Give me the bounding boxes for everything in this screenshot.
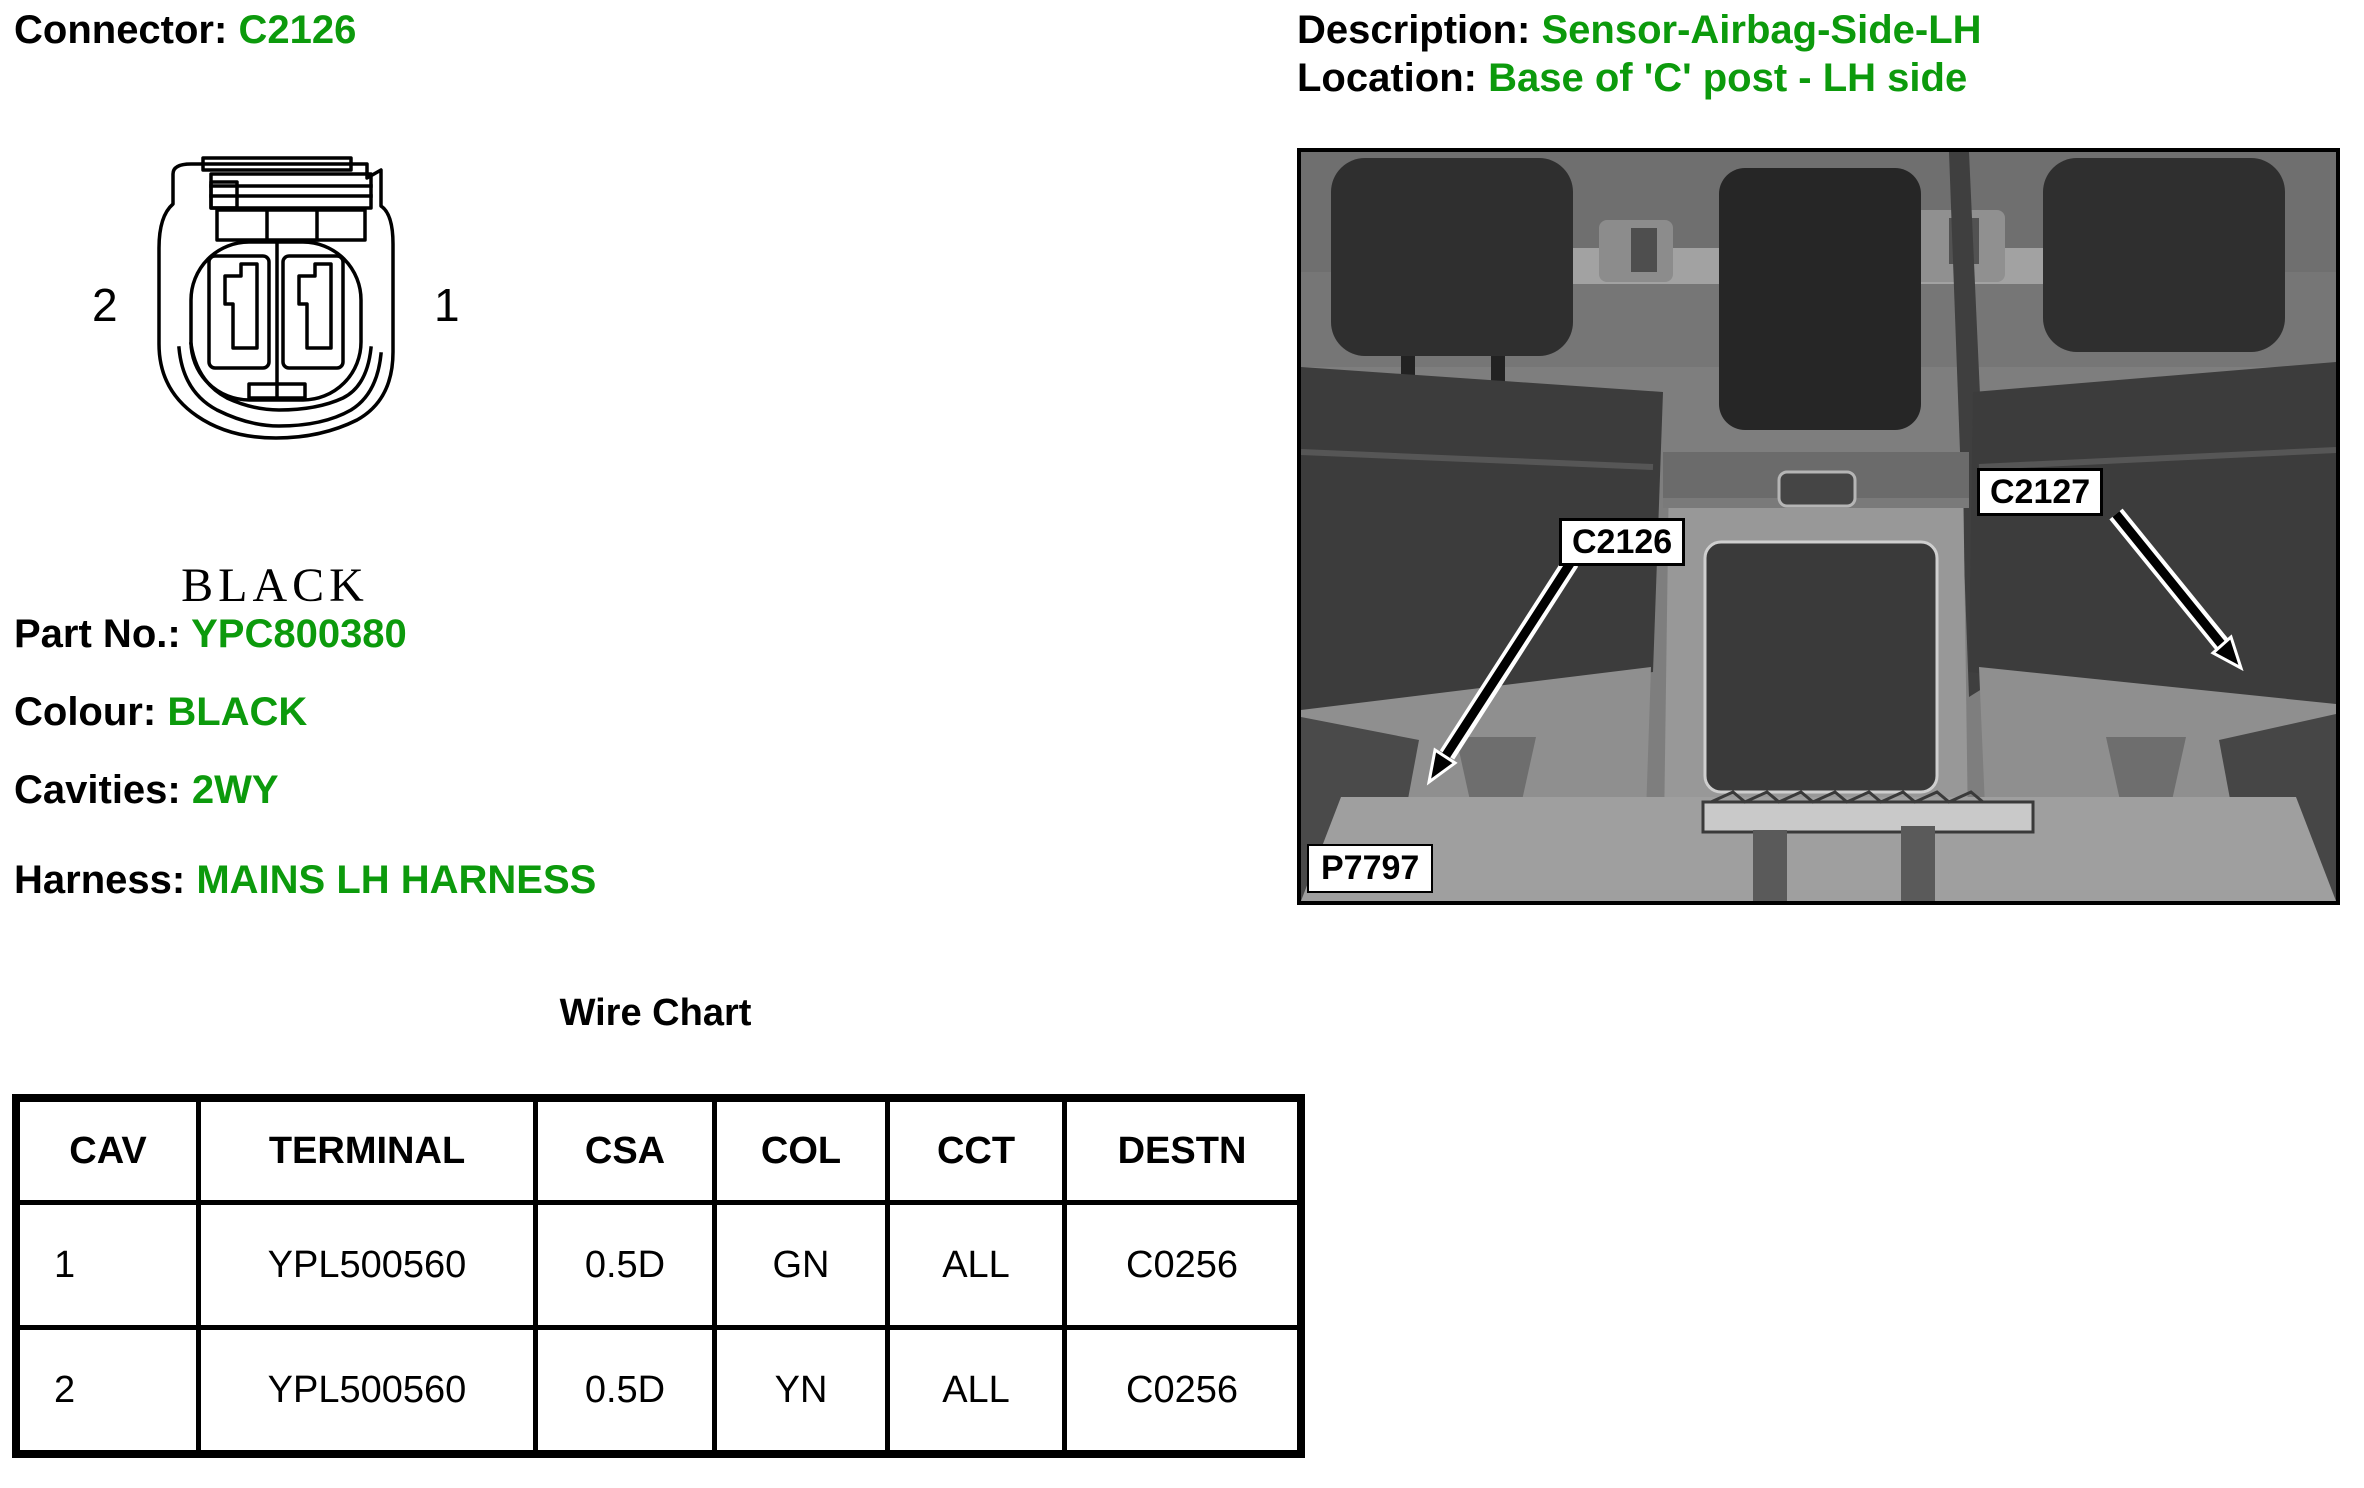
colour-value: BLACK [167,690,308,734]
cell-destn: C0256 [1062,1200,1304,1330]
location-line: Location: Base of 'C' post - LH side [1297,56,1967,101]
column-header-cct: CCT [885,1095,1067,1205]
connector-colour-caption: BLACK [181,559,369,612]
part-no-label: Part No.: [14,612,181,656]
connector-title-value: C2126 [238,8,357,52]
connector-title-label: Connector: [14,8,228,52]
column-header-csa: CSA [533,1095,717,1205]
cell-csa: 0.5D [533,1200,717,1330]
description-value: Sensor-Airbag-Side-LH [1541,8,1982,52]
cavities-label: Cavities: [14,768,181,812]
wire-chart-title: Wire Chart [559,992,752,1034]
part-no-line: Part No.: YPC800380 [14,612,407,657]
cell-csa: 0.5D [533,1325,717,1457]
description-line: Description: Sensor-Airbag-Side-LH [1297,8,1982,53]
description-label: Description: [1297,8,1531,52]
colour-label: Colour: [14,690,157,734]
location-value: Base of 'C' post - LH side [1488,56,1968,100]
column-header-col: COL [712,1095,890,1205]
connector-face-drawing [157,156,395,440]
part-no-value: YPC800380 [191,612,407,656]
figure-reference-label: P7797 [1307,844,1434,893]
wire-chart-table: CAV TERMINAL CSA COL CCT DESTN 1 YPL5005… [12,1094,1305,1458]
cell-cct: ALL [885,1325,1067,1457]
column-header-cav: CAV [13,1095,201,1205]
cell-terminal: YPL500560 [196,1325,538,1457]
connector-face-figure: 2 1 BLACK [0,90,560,612]
vehicle-interior-rendering [1301,152,2336,901]
column-header-destn: DESTN [1062,1095,1304,1205]
pin-2-label: 2 [92,279,118,331]
table-row: 2 YPL500560 0.5D YN ALL C0256 [13,1325,1304,1457]
column-header-terminal: TERMINAL [196,1095,538,1205]
harness-value: MAINS LH HARNESS [196,858,597,902]
callout-c2126: C2126 [1559,518,1686,566]
wire-chart-header-row: CAV TERMINAL CSA COL CCT DESTN [13,1095,1304,1205]
cell-cav: 1 [13,1200,201,1330]
cavities-line: Cavities: 2WY [14,768,279,813]
cell-destn: C0256 [1062,1325,1304,1457]
harness-label: Harness: [14,858,186,902]
cell-cav: 2 [13,1325,201,1457]
colour-line: Colour: BLACK [14,690,307,735]
cell-col: YN [712,1325,890,1457]
cell-terminal: YPL500560 [196,1200,538,1330]
harness-line: Harness: MAINS LH HARNESS [14,858,596,903]
location-photo: C2126 C2127 P7797 [1297,148,2340,905]
pin-1-label: 1 [434,279,460,331]
cell-col: GN [712,1200,890,1330]
callout-c2127: C2127 [1977,468,2104,516]
location-label: Location: [1297,56,1477,100]
cavities-value: 2WY [191,768,279,812]
cell-cct: ALL [885,1200,1067,1330]
table-row: 1 YPL500560 0.5D GN ALL C0256 [13,1200,1304,1330]
connector-title: Connector: C2126 [14,8,356,53]
